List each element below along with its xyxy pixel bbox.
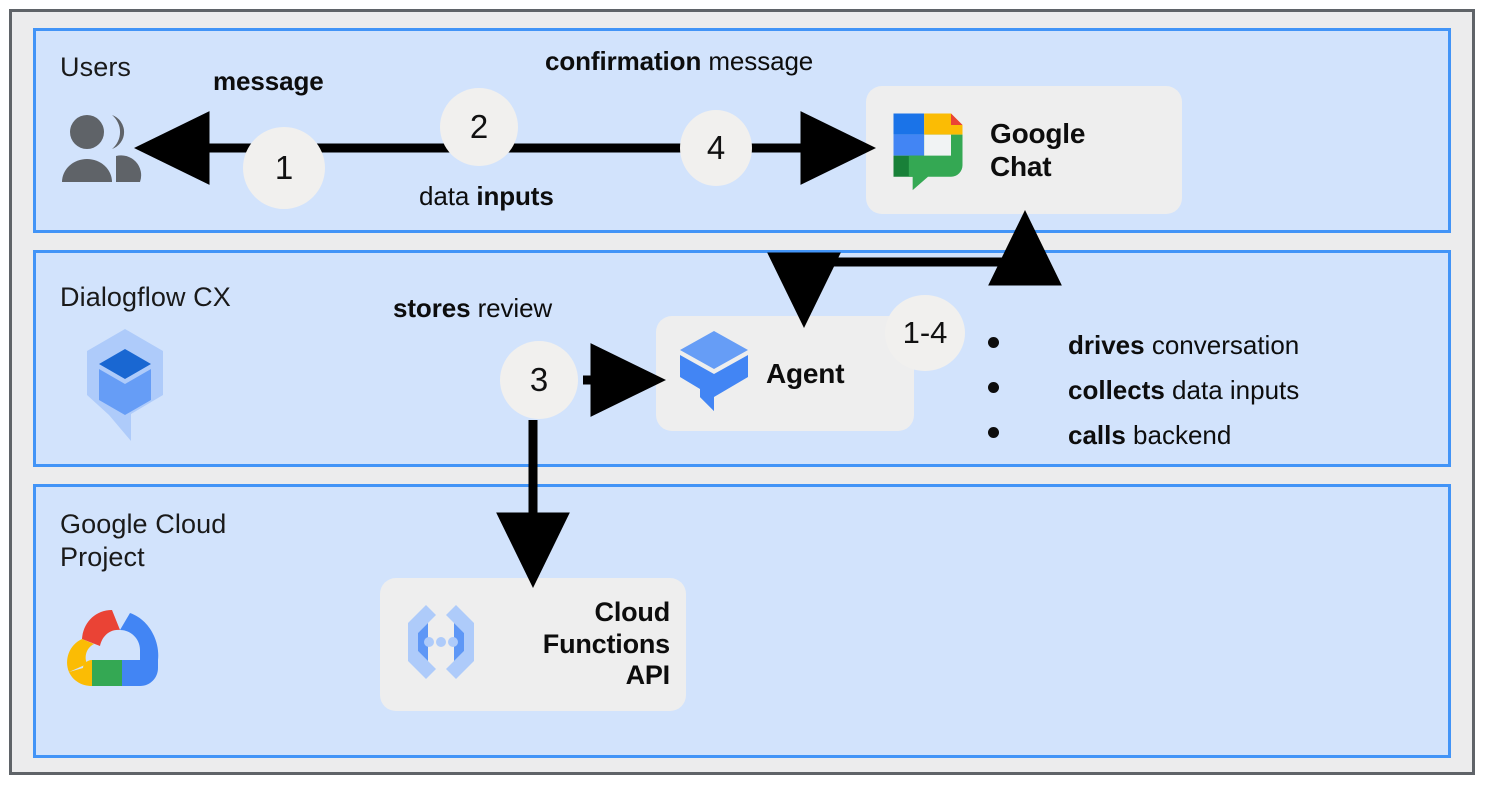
capability-rest: conversation [1144, 330, 1300, 360]
node-google-chat[interactable]: Google Chat [866, 86, 1182, 214]
node-google-chat-label: Google Chat [990, 117, 1086, 182]
step-badge-4: 4 [680, 110, 752, 186]
bullet-icon [988, 382, 999, 393]
step-badge-1-4: 1-4 [885, 295, 965, 371]
capability-bold: drives [1068, 330, 1145, 360]
bullet-icon [988, 427, 999, 438]
edge-label-data-plain: data [419, 181, 477, 211]
bullet-icon [988, 337, 999, 348]
edge-label-confirmation-message: confirmation message [545, 46, 813, 77]
edge-label-stores-bold: stores [393, 293, 471, 323]
node-agent[interactable]: Agent [656, 316, 914, 431]
cloud-functions-icon [398, 599, 484, 690]
lane-title-users: Users [60, 52, 132, 82]
google-chat-icon [882, 102, 974, 199]
edge-label-message: message [213, 66, 324, 96]
edge-label-stores-review: stores review [393, 293, 552, 324]
capability-bold: calls [1068, 420, 1126, 450]
list-item: drives conversation [988, 330, 1408, 361]
list-item: collects data inputs [988, 375, 1408, 406]
capability-bold: collects [1068, 375, 1165, 405]
edge-label-data-inputs: data inputs [419, 181, 554, 212]
node-cloud-functions-label: Cloud Functions API [542, 596, 670, 691]
dialogflow-agent-icon [676, 329, 752, 418]
edge-label-confirmation-bold: confirmation [545, 46, 702, 76]
dialogflow-cx-icon [79, 325, 171, 450]
lane-title-dialogflow-cx: Dialogflow CX [60, 282, 231, 312]
lane-google-cloud-project [33, 484, 1451, 758]
capability-rest: backend [1125, 420, 1232, 450]
users-group-icon [58, 112, 144, 193]
node-agent-label: Agent [766, 357, 845, 389]
capability-rest: data inputs [1164, 375, 1300, 405]
edge-label-inputs-bold: inputs [476, 181, 554, 211]
list-item: calls backend [988, 420, 1408, 451]
step-badge-2: 2 [440, 88, 518, 166]
step-badge-3: 3 [500, 341, 578, 419]
agent-capabilities-list: drives conversation collects data inputs… [988, 330, 1408, 465]
edge-label-review-rest: review [470, 293, 553, 323]
node-cloud-functions-api[interactable]: Cloud Functions API [380, 578, 686, 711]
lane-title-google-cloud-project: Google Cloud Project [60, 509, 227, 573]
edge-label-confirmation-rest: message [701, 46, 814, 76]
step-badge-1: 1 [243, 127, 325, 209]
google-cloud-icon [62, 602, 162, 699]
